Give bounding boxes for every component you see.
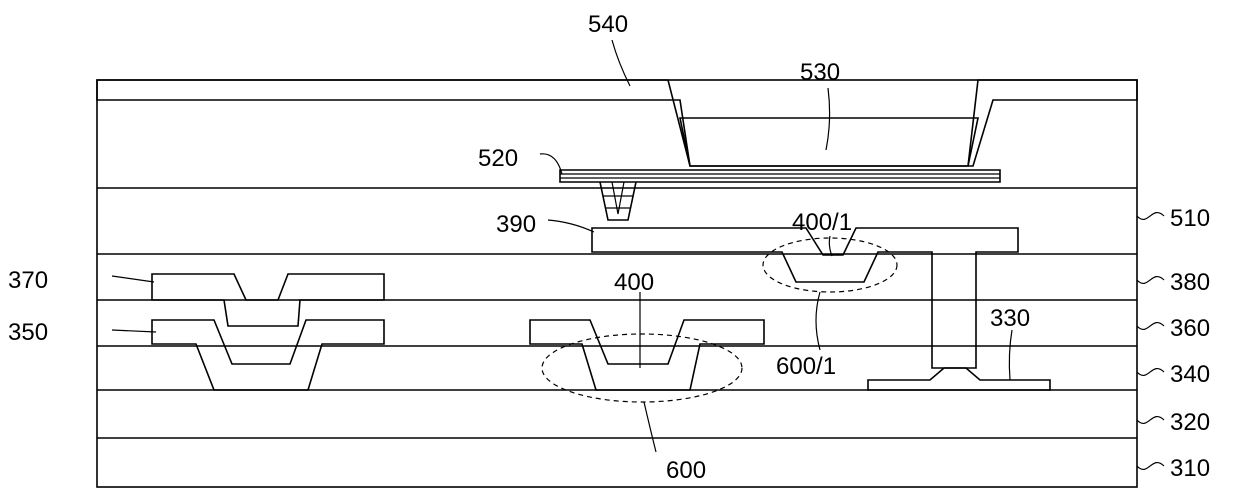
leader-320 bbox=[1137, 417, 1164, 424]
label-600-1: 600/1 bbox=[776, 353, 836, 380]
leader-370 bbox=[112, 276, 154, 282]
highlight-600 bbox=[542, 334, 742, 402]
layer-370 bbox=[152, 274, 384, 326]
leader-310 bbox=[1137, 463, 1164, 470]
label-360: 360 bbox=[1170, 315, 1210, 342]
leader-390 bbox=[548, 220, 594, 232]
label-600: 600 bbox=[666, 457, 706, 484]
label-520: 520 bbox=[478, 145, 518, 172]
label-370: 370 bbox=[8, 267, 48, 294]
label-330: 330 bbox=[990, 305, 1030, 332]
label-390: 390 bbox=[496, 211, 536, 238]
leader-380 bbox=[1137, 277, 1164, 284]
label-380: 380 bbox=[1170, 269, 1210, 296]
label-320: 320 bbox=[1170, 409, 1210, 436]
leader-540 bbox=[612, 40, 630, 86]
leader-530 bbox=[826, 88, 830, 150]
label-400-1: 400/1 bbox=[792, 209, 852, 236]
label-310: 310 bbox=[1170, 455, 1210, 482]
leader-600 bbox=[644, 402, 656, 452]
leader-340 bbox=[1137, 369, 1164, 376]
label-350: 350 bbox=[8, 319, 48, 346]
layer-350-left bbox=[152, 320, 384, 390]
leader-330 bbox=[1009, 330, 1012, 380]
labels: 540 530 520 390 400/1 510 370 380 350 40… bbox=[8, 11, 1210, 484]
layer-520 bbox=[560, 170, 1000, 220]
label-340: 340 bbox=[1170, 361, 1210, 388]
label-540: 540 bbox=[588, 11, 628, 38]
electrode-390 bbox=[592, 228, 1018, 368]
layer-400 bbox=[530, 320, 764, 390]
electrode-330 bbox=[868, 368, 1050, 390]
layer-540 bbox=[97, 80, 1137, 166]
leader-510 bbox=[1137, 213, 1164, 220]
leader-350 bbox=[112, 330, 156, 332]
label-510: 510 bbox=[1170, 205, 1210, 232]
leader-360 bbox=[1137, 323, 1164, 330]
leader-520 bbox=[540, 154, 562, 174]
label-530: 530 bbox=[800, 59, 840, 86]
label-400: 400 bbox=[614, 269, 654, 296]
leader-400-1 bbox=[829, 236, 832, 256]
